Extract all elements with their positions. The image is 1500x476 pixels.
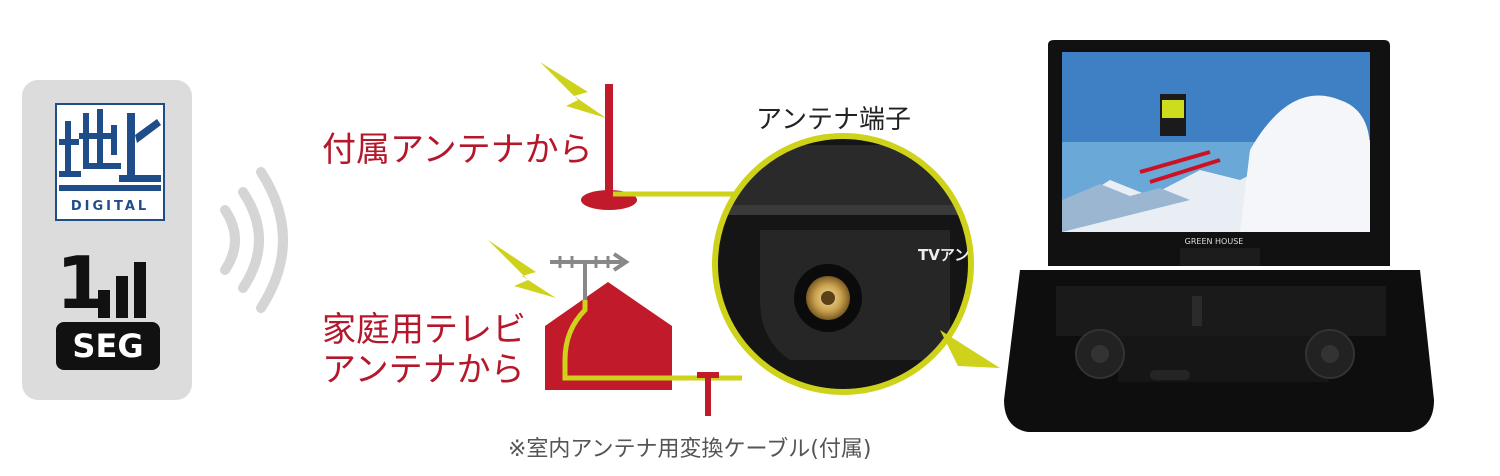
signal-bars-icon: [98, 262, 146, 318]
included-antenna-label: 付属アンテナから: [322, 130, 593, 170]
terrestrial-digital-logo: [55, 103, 165, 221]
brand-logo: GREEN HOUSE: [1185, 237, 1244, 246]
seg-badge: [56, 322, 160, 370]
conversion-cable-note: ※室内アンテナ用変換ケーブル(付属): [508, 437, 872, 462]
antenna-terminal-label: アンテナ端子: [756, 105, 911, 135]
home-antenna-icon: [545, 252, 672, 390]
signal-bolt-icon: [540, 62, 606, 118]
portable-dvd-player: [1004, 40, 1434, 432]
antenna-terminal-closeup: [715, 136, 971, 392]
signal-bolt-icon: [488, 240, 556, 298]
terminal-port-label: TVアン: [918, 246, 969, 264]
home-antenna-label-line2: アンテナから: [322, 350, 525, 390]
digital-label: DIGITAL: [70, 199, 150, 214]
oneseg-number: 1: [56, 241, 107, 325]
terrestrial-mark-icon: [59, 109, 161, 191]
home-antenna-label-line1: 家庭用テレビ: [322, 310, 526, 350]
seg-label: SEG: [72, 327, 144, 365]
antenna-cable: [562, 191, 742, 381]
wireless-waves-icon: [220, 167, 288, 313]
conversion-cable-icon: [697, 372, 719, 416]
callout-pointer: [940, 330, 1000, 368]
